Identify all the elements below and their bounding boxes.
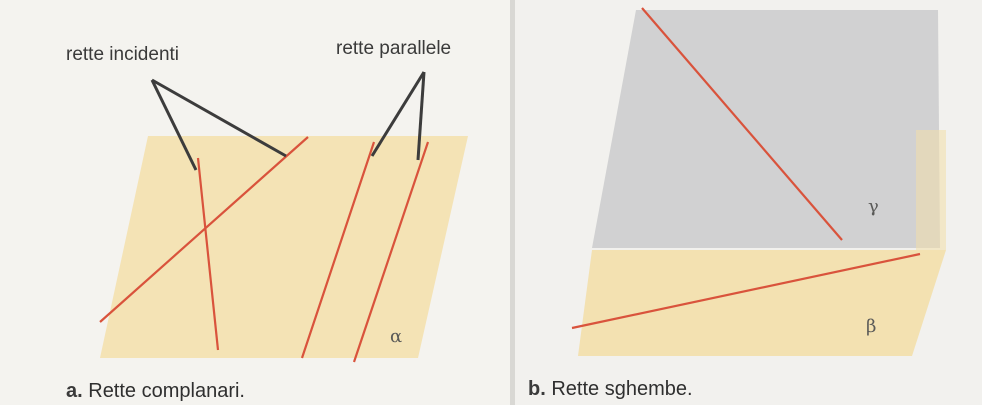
- caption-b: b. Rette sghembe.: [528, 378, 693, 401]
- caption-a-tag: a.: [66, 380, 83, 402]
- skew-line-upper: [641, 7, 843, 241]
- parallel-line-2: [352, 141, 430, 363]
- label-parallel-lines: rette parallele: [336, 38, 452, 59]
- leader-parallel-2: [416, 71, 426, 161]
- symbol-gamma: γ: [868, 196, 879, 217]
- leader-parallel-1: [370, 71, 426, 157]
- caption-a: a. Rette complanari.: [66, 380, 245, 403]
- parallel-line-1: [300, 141, 376, 359]
- label-incident-lines: rette incidenti: [66, 44, 180, 65]
- skew-line-lower: [571, 252, 921, 330]
- plane-gamma: [592, 10, 940, 248]
- caption-b-text: Rette sghembe.: [545, 378, 693, 400]
- plane-beta-edge: [916, 130, 946, 250]
- incident-line-1: [99, 136, 309, 323]
- caption-a-text: Rette complanari.: [82, 380, 245, 402]
- plane-beta: [578, 250, 946, 356]
- symbol-beta: β: [866, 316, 877, 337]
- panel-divider: [510, 0, 515, 405]
- plane-alpha: [100, 136, 468, 358]
- leader-incident-2: [151, 78, 287, 158]
- symbol-alpha: α: [390, 326, 403, 347]
- incident-line-2: [196, 157, 220, 351]
- leader-incident-1: [150, 79, 198, 171]
- caption-b-tag: b.: [528, 378, 546, 400]
